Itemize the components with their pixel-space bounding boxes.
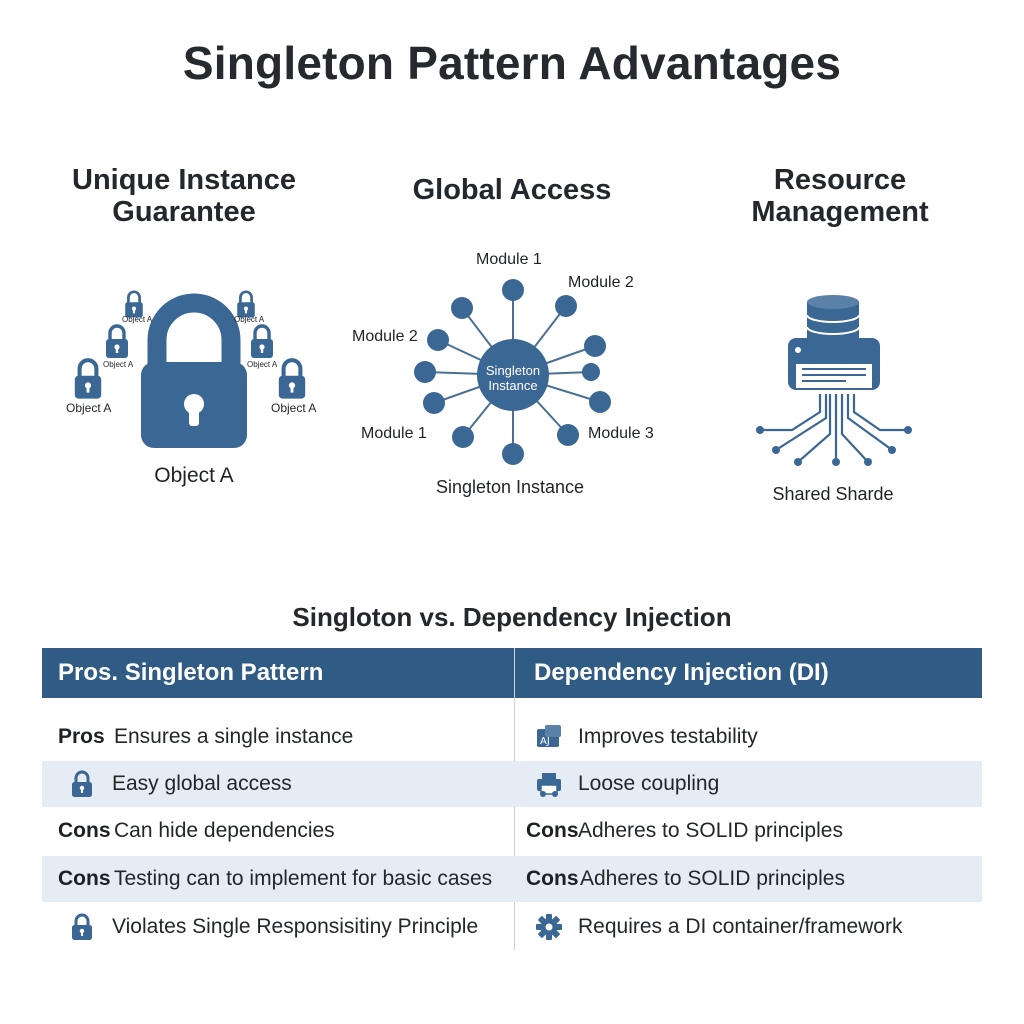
padlock-icon — [72, 913, 92, 940]
table-header: Pros. Singleton Pattern Dependency Injec… — [42, 648, 982, 698]
object-label: Object A — [247, 360, 278, 369]
header-singleton: Pros. Singleton Pattern — [58, 659, 324, 686]
row-tag: Cons — [526, 867, 579, 890]
panel-title-line2: Management — [751, 196, 929, 228]
table-row: Cons Testing can to implement for basic … — [42, 856, 982, 902]
module-label: Module 2 — [352, 328, 418, 345]
printer-icon — [537, 773, 561, 797]
panel-global-access: Global Access — [352, 150, 672, 520]
object-label: Object A — [103, 360, 134, 369]
object-label: Object A — [66, 401, 112, 415]
row-tag: Cons — [526, 819, 579, 842]
padlock-icon — [75, 360, 101, 398]
row-text: Adheres to SOLID principles — [578, 819, 843, 842]
row-text: Requires a DI container/framework — [578, 915, 903, 938]
printer-database-icon — [756, 295, 912, 466]
panel-title-line1: Unique Instance — [72, 164, 296, 196]
row-text: Testing can to implement for basic cases — [114, 867, 493, 890]
panel-title: Global Access — [412, 174, 612, 206]
padlock-icon — [141, 293, 247, 448]
padlock-icon — [235, 290, 257, 319]
module-label: Module 3 — [588, 425, 654, 442]
padlock-icon — [279, 360, 305, 398]
hub-caption: Singleton Instance — [435, 477, 585, 497]
row-text: Loose coupling — [578, 772, 720, 795]
panel-resource-management: Resource Management — [680, 150, 1000, 520]
table-row: Easy global access Loose coupling — [42, 761, 982, 807]
table-row: Cons Can hide dependencies Cons Adheres … — [42, 808, 982, 854]
padlock-icon — [72, 770, 92, 797]
panel-title-line2: Guarantee — [112, 196, 256, 228]
panel-title-line1: Resource — [773, 164, 907, 196]
test-icon: AJ — [537, 725, 561, 747]
padlock-group — [24, 290, 344, 448]
module-label: Module 2 — [568, 274, 634, 291]
table-row: Violates Single Responsisitiny Principle… — [42, 904, 982, 950]
row-tag: Cons — [58, 819, 111, 842]
row-tag: Cons — [58, 867, 111, 890]
header-di: Dependency Injection (DI) — [534, 659, 829, 686]
row-text: Adheres to SOLID principles — [580, 867, 845, 890]
comparison-title: Singloton vs. Dependency Injection — [292, 602, 732, 632]
panel-unique-instance: Unique Instance Guarantee Object A Objec… — [24, 150, 344, 520]
resource-caption: Shared Sharde — [772, 484, 894, 504]
panel-title: Unique Instance Guarantee — [24, 164, 344, 228]
module-label: Module 1 — [361, 425, 427, 442]
padlock-icon — [249, 324, 275, 360]
padlock-icon — [104, 324, 130, 360]
hub-label-line2: Instance — [488, 378, 538, 393]
table-row: Pros Ensures a single instance AJ Improv… — [42, 714, 982, 760]
row-text: Can hide dependencies — [114, 819, 335, 842]
padlock-icon — [123, 290, 145, 319]
network-hub-icon — [414, 279, 611, 465]
row-tag: Pros — [58, 725, 105, 748]
object-label: Object A — [234, 315, 265, 324]
row-text: Violates Single Responsisitiny Principle — [112, 915, 479, 938]
row-text: Easy global access — [112, 772, 292, 795]
panel-title: Resource Management — [680, 164, 1000, 228]
hub-label: Singleton Instance — [477, 363, 549, 393]
gear-icon — [536, 914, 562, 940]
svg-text:AJ: AJ — [540, 736, 550, 747]
row-text: Ensures a single instance — [114, 725, 354, 748]
object-label: Object A — [122, 315, 153, 324]
page-title: Singleton Pattern Advantages — [182, 37, 842, 89]
object-label: Object A — [271, 401, 317, 415]
main-object-label: Object A — [154, 464, 234, 487]
hub-label-line1: Singleton — [485, 363, 541, 378]
row-text: Improves testability — [578, 725, 758, 748]
module-label: Module 1 — [476, 251, 542, 268]
